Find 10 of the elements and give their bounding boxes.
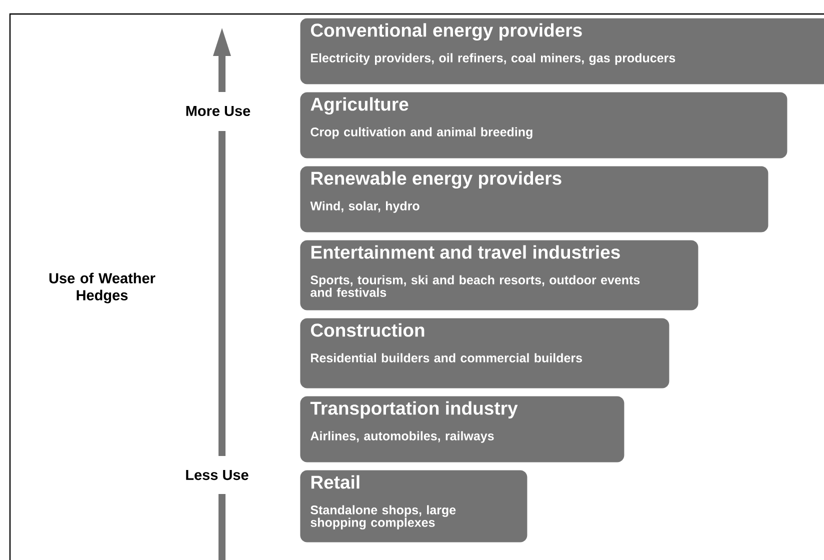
category-box: Retail Standalone shops, large shopping complexes (300, 470, 528, 542)
axis-label: Use of Weather Hedges (49, 272, 156, 304)
axis-label: Less Use (186, 470, 248, 480)
category-box: Renewable energy providers Wind, solar, hydro (300, 166, 768, 232)
category-box: Transportation industry Airlines, automobiles, railways (300, 396, 624, 462)
category-box: Construction Residential builders and commercial builders (300, 318, 670, 388)
axis-label: More Use (186, 106, 250, 116)
category-box: Conventional energy providers Electricity providers, oil refiners, coal miners, gas producers (300, 18, 824, 84)
category-box: Entertainment and travel industries Sports, tourism, ski and beach resorts, outdoor events and festivals (300, 240, 698, 310)
category-box: Agriculture Crop cultivation and animal breeding (300, 92, 788, 158)
